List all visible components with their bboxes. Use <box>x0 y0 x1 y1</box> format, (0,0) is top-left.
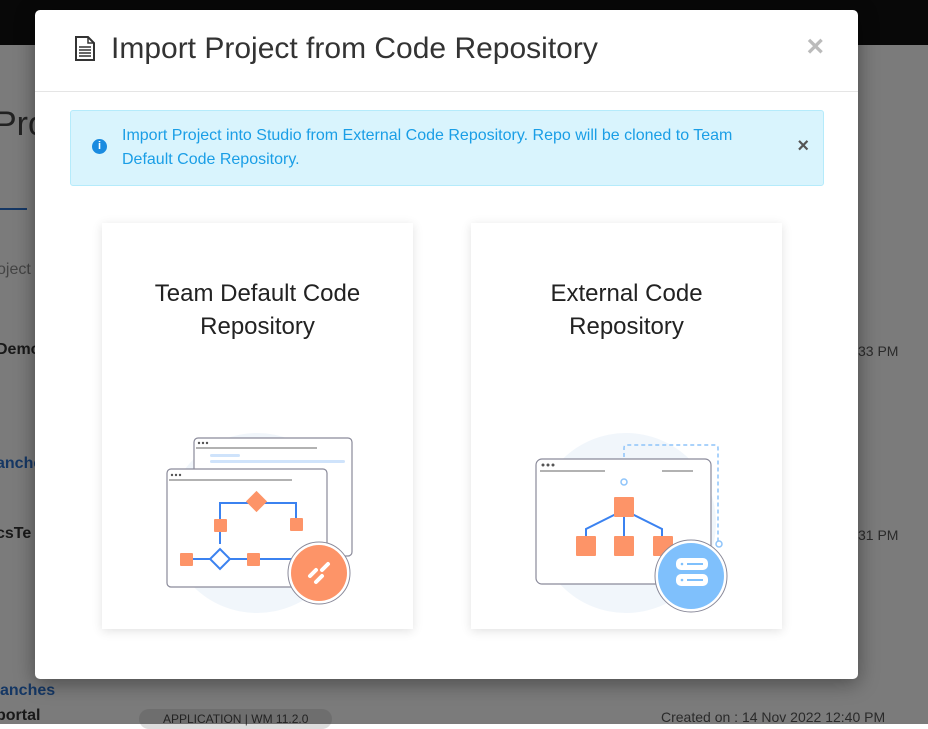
dialog-header: Import Project from Code Repository × <box>35 10 858 92</box>
alert-message: Import Project into Studio from External… <box>122 127 733 168</box>
info-icon: i <box>92 139 107 154</box>
team-repo-illustration <box>166 433 353 613</box>
info-alert: i Import Project into Studio from Extern… <box>70 110 824 186</box>
external-repo-illustration <box>535 433 728 613</box>
link-icon <box>291 545 347 601</box>
close-icon[interactable]: × <box>806 30 824 63</box>
dialog-title: Import Project from Code Repository <box>111 32 598 65</box>
option-title: External Code Repository <box>550 280 703 340</box>
option-title: Team Default Code Repository <box>154 280 361 340</box>
alert-close-icon[interactable]: × <box>797 135 809 157</box>
option-external-repo[interactable]: External Code Repository <box>471 223 782 629</box>
import-project-dialog: Import Project from Code Repository × i … <box>35 10 858 679</box>
option-team-default-repo[interactable]: Team Default Code Repository <box>102 223 413 629</box>
document-icon <box>75 36 95 61</box>
